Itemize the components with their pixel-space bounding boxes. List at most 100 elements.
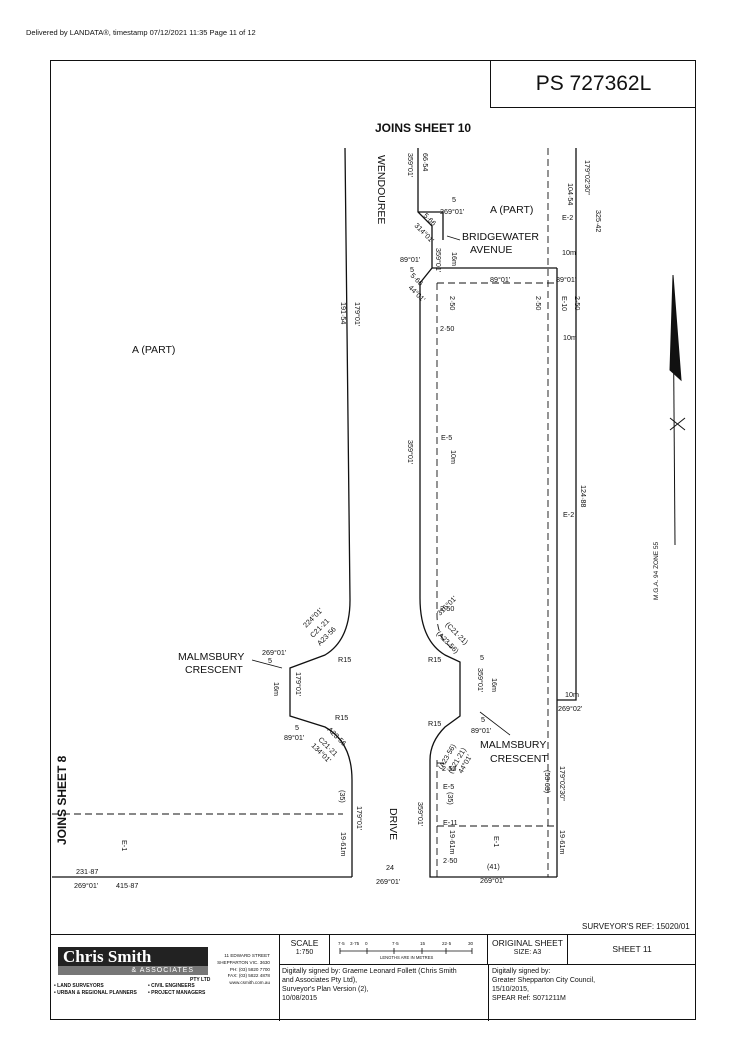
dim: 415·87 — [116, 881, 138, 890]
dim: 10m — [563, 333, 577, 342]
scale-bar: 7·5 3·75 0 7·5 15 22·5 30 LENGTHS ARE IN… — [338, 941, 474, 960]
dim: 269°02' — [558, 704, 583, 713]
dim: (35) — [338, 790, 347, 803]
dim: 5 — [268, 656, 272, 665]
firm-logo: Chris Smith — [58, 947, 208, 967]
scale-bar-cell: 7·5 3·75 0 7·5 15 22·5 30 LENGTHS ARE IN… — [330, 935, 488, 965]
dim: 191·54 — [339, 302, 348, 324]
address-street: 11 EDWARD STREET — [224, 953, 270, 958]
scale-tick: 3·75 — [350, 941, 360, 946]
dim: E-2 — [562, 213, 573, 222]
dim: 16m — [450, 252, 459, 266]
service-project-managers: • PROJECT MANAGERS — [148, 990, 206, 996]
malmsbury-right-arrow — [479, 711, 511, 736]
title-block: Chris Smith & ASSOCIATES PTY LTD • LAND … — [50, 934, 696, 1021]
dim: 325·42 — [594, 210, 603, 232]
scale-tick: 22·5 — [442, 941, 452, 946]
dim: E-1 — [120, 840, 129, 851]
dim: (53·63) — [543, 770, 552, 793]
bridgewater-label-2: AVENUE — [470, 244, 512, 256]
bridgewater-top — [418, 211, 444, 240]
dim: 179°02'30" — [583, 160, 592, 195]
scale-caption: LENGTHS ARE IN METRES — [380, 955, 433, 960]
address-fax: FAX: (03) 5822 4878 — [227, 973, 270, 979]
service-civil-engineers: • CIVIL ENGINEERS — [148, 983, 195, 989]
dim: 179°01' — [294, 672, 303, 697]
malmsbury-left-2: CRESCENT — [185, 664, 243, 676]
council-signature-block: Digitally signed by: Greater Shepparton … — [492, 967, 692, 1003]
malmsbury-right-1: MALMSBURY — [480, 739, 546, 751]
mga-label: M.G.A. 94 ZONE 55 — [653, 541, 660, 600]
dim: 16m — [490, 678, 499, 692]
firm-address: 11 EDWARD STREET SHEPPARTON VIC. 3630 PH… — [202, 953, 270, 987]
bridgewater-arrow — [446, 235, 461, 241]
boundary-wendouree-west — [289, 147, 353, 877]
dim: 5 — [481, 715, 485, 724]
dim: 2·50 — [440, 324, 454, 333]
firm-pty: PTY LTD — [190, 977, 211, 983]
dim: 2·50 — [440, 604, 454, 613]
scale-tick: 7·5 — [392, 941, 399, 946]
signed2-line: Greater Shepparton City Council, — [492, 977, 596, 984]
scale-tick: 7·5 — [338, 941, 345, 946]
signed2-line: 15/10/2015, — [492, 986, 529, 993]
dim: 89°01' — [471, 726, 492, 735]
callout-arrows — [251, 235, 511, 736]
original-sheet-label: ORIGINAL SHEET — [491, 938, 563, 948]
dim: 89°01' — [284, 733, 305, 742]
dim: R15 — [428, 655, 441, 664]
dim: 124·88 — [579, 485, 588, 507]
dim: 89°01' — [490, 275, 511, 284]
road-names: A (PART) A (PART) WENDOUREE BRIDGEWATER … — [132, 155, 660, 840]
dim: 5 — [480, 653, 484, 662]
dim: 2·50 — [442, 764, 456, 773]
boundary-far-east — [557, 148, 577, 701]
address-town: SHEPPARTON VIC. 3630 — [217, 959, 270, 965]
dim: 269°01' — [74, 881, 99, 890]
scale-tick: 15 — [420, 941, 426, 946]
dim: 10m — [562, 248, 576, 257]
joins-sheet-10: JOINS SHEET 10 — [375, 121, 471, 135]
a-part-top: A (PART) — [490, 204, 533, 216]
dim: 269°01' — [262, 648, 287, 657]
dim: 10m — [565, 690, 579, 699]
dim: E-1 — [492, 836, 501, 847]
malmsbury-right-2: CRESCENT — [490, 753, 548, 765]
dim: R15 — [338, 655, 351, 664]
dim: 24 — [386, 863, 394, 872]
dim: E-2 — [563, 510, 574, 519]
dim: 5 — [452, 195, 456, 204]
dim: 179°01' — [353, 302, 362, 327]
scale-cell: SCALE 1:750 — [280, 935, 330, 965]
plan-number: PS 727362L — [490, 61, 696, 108]
plan-sheet-border — [50, 60, 696, 1020]
scale-tick: 0 — [365, 941, 368, 946]
dim: 2·50 — [534, 296, 543, 310]
signed2-line: Digitally signed by: — [492, 968, 551, 975]
surveyor-signature-block: Digitally signed by: Graeme Leonard Foll… — [282, 967, 486, 1003]
dim: 10m — [449, 450, 458, 464]
dim: 2·50 — [443, 856, 457, 865]
dim: E-10 — [560, 296, 569, 311]
dim: E-5 — [441, 433, 452, 442]
dim: R15 — [428, 719, 441, 728]
north-arrow-n — [669, 417, 686, 431]
dim: R15 — [335, 713, 348, 722]
dim: 44°01' — [407, 283, 428, 304]
dim: 66·54 — [421, 153, 430, 171]
sheet-number: SHEET 11 — [612, 944, 652, 954]
firm-cell: Chris Smith & ASSOCIATES PTY LTD • LAND … — [50, 935, 280, 1021]
drive-label: DRIVE — [387, 808, 399, 840]
boundary-lines — [52, 147, 577, 878]
dim: E-5 — [443, 782, 454, 791]
dim: 16m — [272, 682, 281, 696]
delivery-note: Delivered by LANDATA®, timestamp 07/12/2… — [26, 28, 256, 37]
dim: (35) — [446, 792, 455, 805]
signed1-line: Surveyor's Plan Version (2), — [282, 986, 369, 993]
dim: 269°01' — [376, 877, 401, 886]
dim: 359°01' — [406, 440, 415, 465]
easement-lines — [52, 148, 557, 877]
joins-sheet-8: JOINS SHEET 8 — [55, 755, 69, 845]
original-sheet-cell: ORIGINAL SHEET SIZE: A3 — [488, 935, 568, 965]
dim: 19·61m — [339, 832, 348, 856]
